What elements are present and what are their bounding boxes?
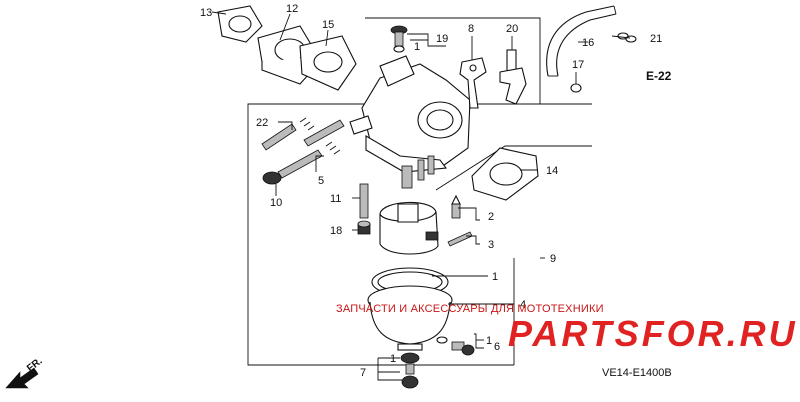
- watermark-logo: PARTSFOR.RU: [508, 313, 798, 354]
- screw-22: [261, 117, 315, 151]
- fuel-tube-16: [546, 5, 617, 77]
- gasket-15: [299, 35, 357, 91]
- drain-screw-6: [436, 336, 475, 356]
- float: [379, 201, 439, 255]
- label-10: 10: [270, 197, 282, 209]
- carburetor-body: [349, 55, 471, 189]
- label-6: 6: [494, 341, 500, 353]
- label-9: 9: [550, 253, 556, 265]
- label-2: 2: [488, 211, 494, 223]
- label-21: 21: [650, 33, 662, 45]
- label-17: 17: [572, 59, 584, 71]
- label-19: 19: [436, 33, 448, 45]
- float-valve-2: [451, 194, 461, 219]
- jet-18: [357, 220, 371, 235]
- label-5: 5: [318, 175, 324, 187]
- leader-lines: [211, 11, 631, 381]
- label-15: 15: [322, 19, 334, 31]
- label-4: 4: [520, 299, 526, 311]
- label-13: 13: [200, 7, 212, 19]
- ref-label: E-22: [646, 69, 672, 83]
- label-3: 3: [488, 239, 494, 251]
- float-bowl: [367, 267, 453, 351]
- label-22: 22: [256, 117, 268, 129]
- label-7: 7: [360, 367, 366, 379]
- label-1d: 1: [390, 353, 396, 365]
- label-8: 8: [468, 23, 474, 35]
- tube-11: [359, 183, 369, 219]
- clip-17: [570, 83, 582, 93]
- pin-3: [447, 231, 473, 247]
- part-labels: 13 12 15 19 1 8 20 16 21 17 22 5 10 11 1…: [200, 3, 662, 379]
- screw-19: [390, 25, 408, 53]
- lever-20: [499, 49, 527, 105]
- label-20: 20: [506, 23, 518, 35]
- label-1c: 1: [486, 335, 492, 347]
- diagram-code: VE14-E1400B: [602, 367, 672, 379]
- gasket-14: [471, 147, 539, 201]
- label-1a: 1: [414, 41, 420, 53]
- direction-label: FR.: [25, 356, 45, 375]
- bolt-7: [400, 352, 420, 389]
- label-12: 12: [286, 3, 298, 15]
- lever-8: [459, 57, 487, 109]
- screw-10: [262, 141, 341, 185]
- label-1b: 1: [492, 271, 498, 283]
- label-16: 16: [582, 37, 594, 49]
- gasket-13: [217, 5, 263, 43]
- watermark-text: ЗАПЧАСТИ И АКСЕССУАРЫ ДЛЯ МОТОТЕХНИКИ: [336, 303, 604, 315]
- label-18: 18: [330, 225, 342, 237]
- label-11: 11: [330, 193, 341, 205]
- label-14: 14: [546, 165, 558, 177]
- needle-5: [303, 119, 345, 147]
- direction-arrow-icon: [5, 367, 39, 389]
